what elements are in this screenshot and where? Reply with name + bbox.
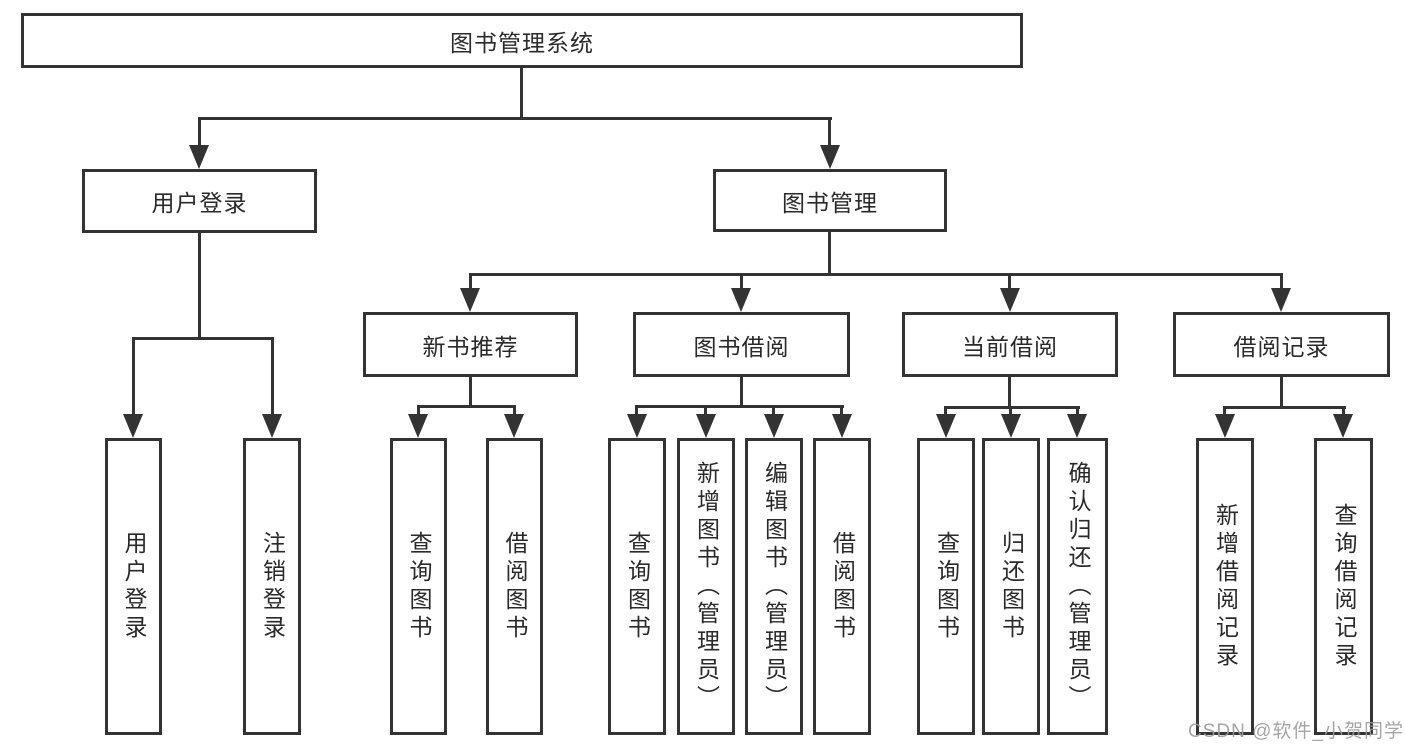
arrowhead-leaf-logout bbox=[262, 414, 282, 438]
node-label: 当前借阅 bbox=[962, 333, 1058, 360]
connector-root-hbar bbox=[198, 117, 832, 120]
connector-drop-cb-confirm bbox=[1076, 406, 1079, 418]
leaf-cb-confirm-return-admin: 确认归还（管理员） bbox=[1047, 438, 1108, 735]
node-label: 图书借阅 bbox=[693, 333, 790, 360]
node-current-borrowing: 当前借阅 bbox=[902, 312, 1118, 377]
connector-drop-book-mgmt bbox=[828, 117, 831, 150]
leaf-br-add-record: 新增借阅记录 bbox=[1196, 438, 1254, 735]
connector-bookmgmt-stem bbox=[828, 231, 831, 276]
node-label: 图书管理 bbox=[782, 189, 878, 216]
connector-drop-br-query bbox=[1342, 406, 1345, 418]
leaf-label: 借阅图书 bbox=[829, 530, 856, 643]
node-book-management-branch: 图书管理 bbox=[713, 169, 947, 232]
arrowhead-cb-confirm bbox=[1067, 414, 1087, 438]
leaf-label: 查询图书 bbox=[933, 530, 960, 643]
arrowhead-nb-borrow bbox=[504, 414, 524, 438]
connector-bookmgmt-hbar bbox=[469, 273, 1283, 276]
arrowhead-user-login bbox=[189, 145, 209, 169]
connector-current-hbar bbox=[944, 406, 1080, 409]
leaf-label: 归还图书 bbox=[998, 530, 1025, 643]
leaf-bb-query-books: 查询图书 bbox=[608, 438, 666, 735]
arrowhead-current bbox=[1000, 288, 1020, 312]
arrowhead-bb-borrow bbox=[832, 414, 852, 438]
node-label: 借阅记录 bbox=[1233, 333, 1330, 360]
connector-drop-leaf-logout bbox=[271, 337, 274, 419]
leaf-logout: 注销登录 bbox=[243, 438, 301, 735]
leaf-br-query-record: 查询借阅记录 bbox=[1314, 438, 1373, 735]
arrowhead-bb-add bbox=[696, 414, 716, 438]
node-book-borrowing: 图书借阅 bbox=[633, 312, 850, 377]
leaf-label: 编辑图书（管理员） bbox=[761, 460, 788, 713]
connector-newbook-stem bbox=[469, 375, 472, 407]
arrowhead-leaf-login bbox=[123, 414, 143, 438]
connector-userlogin-stem bbox=[198, 232, 201, 340]
connector-drop-nb-borrow bbox=[513, 405, 516, 418]
arrowhead-bb-edit bbox=[764, 414, 784, 438]
connector-drop-newbook bbox=[469, 273, 472, 291]
connector-borrowing-hbar bbox=[635, 405, 844, 408]
connector-drop-bb-edit bbox=[772, 405, 775, 418]
arrowhead-borrow bbox=[731, 288, 751, 312]
connector-drop-bb-borrow bbox=[840, 405, 843, 418]
leaf-label: 注销登录 bbox=[259, 530, 286, 643]
leaf-bb-borrow-books: 借阅图书 bbox=[813, 438, 871, 735]
arrowhead-book-mgmt bbox=[820, 145, 840, 169]
leaf-label: 借阅图书 bbox=[502, 530, 528, 643]
connector-drop-cb-query bbox=[944, 406, 947, 418]
connector-borrowing-stem bbox=[740, 375, 743, 407]
connector-drop-borrow bbox=[740, 273, 743, 291]
connector-records-stem bbox=[1280, 375, 1283, 408]
leaf-nb-query-books: 查询图书 bbox=[390, 438, 447, 735]
leaf-user-login: 用户登录 bbox=[105, 438, 162, 735]
leaf-cb-return-books: 归还图书 bbox=[982, 438, 1040, 735]
connector-userlogin-hbar bbox=[132, 337, 274, 340]
node-new-book-recommend: 新书推荐 bbox=[363, 312, 578, 377]
leaf-label: 确认归还（管理员） bbox=[1065, 460, 1091, 713]
leaf-bb-add-books-admin: 新增图书（管理员） bbox=[677, 438, 735, 735]
node-label: 新书推荐 bbox=[422, 333, 519, 360]
connector-drop-leaf-login bbox=[132, 337, 135, 419]
node-label: 用户登录 bbox=[151, 190, 248, 216]
leaf-nb-borrow-books: 借阅图书 bbox=[486, 438, 543, 735]
node-borrowing-records: 借阅记录 bbox=[1173, 312, 1390, 377]
leaf-bb-edit-books-admin: 编辑图书（管理员） bbox=[745, 438, 803, 735]
node-user-login-branch: 用户登录 bbox=[82, 169, 317, 233]
arrowhead-nb-query bbox=[408, 414, 428, 438]
arrowhead-records bbox=[1271, 288, 1291, 312]
connector-drop-user-login bbox=[198, 117, 201, 150]
connector-drop-cb-return bbox=[1009, 406, 1012, 418]
arrowhead-br-add bbox=[1215, 414, 1235, 438]
leaf-label: 查询图书 bbox=[624, 530, 651, 643]
leaf-label: 查询借阅记录 bbox=[1331, 502, 1357, 671]
arrowhead-br-query bbox=[1333, 414, 1353, 438]
connector-drop-nb-query bbox=[417, 405, 420, 418]
connector-records-hbar bbox=[1223, 406, 1346, 409]
node-label: 图书管理系统 bbox=[450, 29, 594, 56]
connector-drop-current bbox=[1008, 273, 1011, 291]
connector-drop-bb-query bbox=[635, 405, 638, 418]
arrowhead-cb-return bbox=[1001, 414, 1021, 438]
arrowhead-newbook bbox=[460, 288, 480, 312]
connector-current-stem bbox=[1008, 375, 1011, 408]
connector-drop-records bbox=[1280, 273, 1283, 291]
connector-root-stem bbox=[520, 67, 523, 119]
connector-drop-bb-add bbox=[704, 405, 707, 418]
csdn-watermark: CSDN @软件_小贺同学 bbox=[1188, 721, 1404, 742]
connector-newbook-hbar bbox=[417, 405, 516, 408]
connector-drop-br-add bbox=[1223, 406, 1226, 418]
arrowhead-cb-query bbox=[936, 414, 956, 438]
leaf-label: 新增图书（管理员） bbox=[693, 460, 720, 713]
arrowhead-bb-query bbox=[627, 414, 647, 438]
leaf-label: 查询图书 bbox=[406, 530, 432, 643]
leaf-label: 新增借阅记录 bbox=[1212, 502, 1239, 671]
leaf-cb-query-books: 查询图书 bbox=[917, 438, 975, 735]
node-library-management-system: 图书管理系统 bbox=[21, 13, 1023, 68]
leaf-label: 用户登录 bbox=[121, 530, 147, 643]
